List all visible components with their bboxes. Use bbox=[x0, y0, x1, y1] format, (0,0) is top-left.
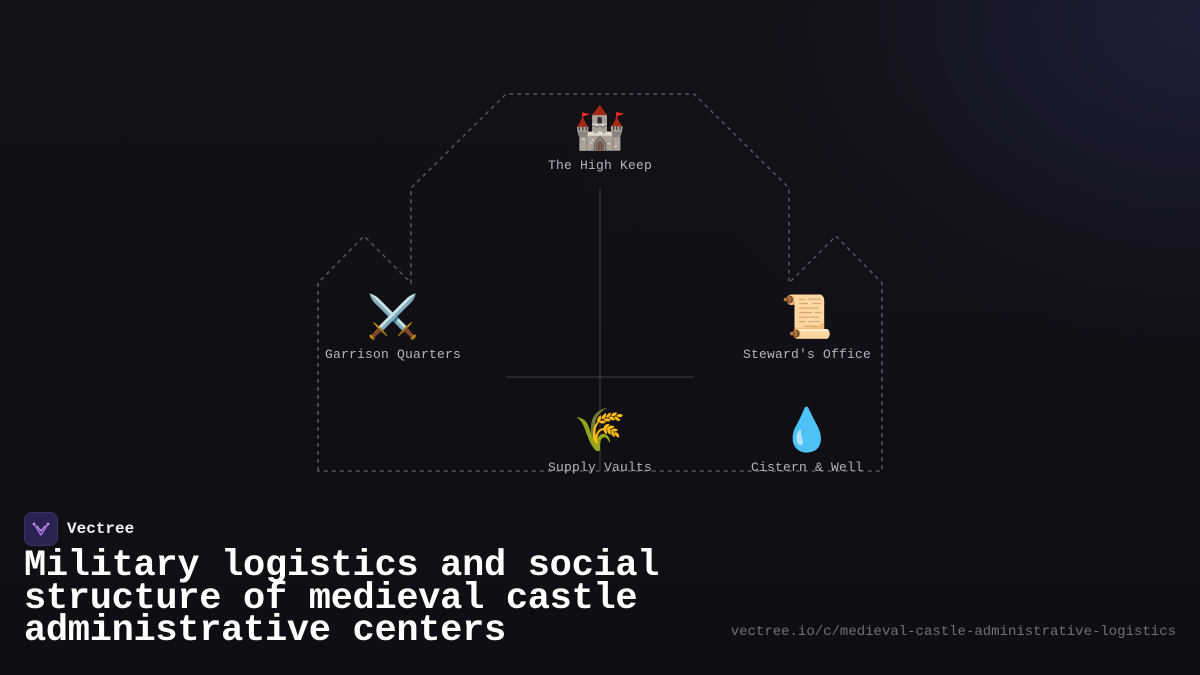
node-label: Steward's Office bbox=[742, 347, 872, 362]
brand-name: Vectree bbox=[67, 520, 135, 538]
node-supply-vaults[interactable]: 🌾 Supply Vaults bbox=[510, 405, 690, 476]
castle-outline bbox=[317, 93, 883, 472]
node-garrison-quarters[interactable]: ⚔️ Garrison Quarters bbox=[303, 292, 483, 363]
vectree-logo-icon bbox=[24, 512, 58, 546]
node-label: Cistern & Well bbox=[750, 460, 864, 475]
scroll-icon: 📜 bbox=[780, 292, 834, 341]
castle-icon: 🏰 bbox=[573, 103, 627, 152]
node-label: The High Keep bbox=[547, 158, 653, 173]
node-label: Garrison Quarters bbox=[324, 347, 462, 362]
crossed-swords-icon: ⚔️ bbox=[366, 292, 420, 341]
wheat-sheaf-icon: 🌾 bbox=[573, 405, 627, 454]
node-cistern-well[interactable]: 💧 Cistern & Well bbox=[717, 405, 897, 476]
brand[interactable]: Vectree bbox=[24, 512, 134, 546]
share-url[interactable]: vectree.io/c/medieval-castle-administrat… bbox=[730, 624, 1176, 640]
node-stewards-office[interactable]: 📜 Steward's Office bbox=[717, 292, 897, 363]
page-title: Military logistics and social structure … bbox=[24, 545, 660, 652]
node-high-keep[interactable]: 🏰 The High Keep bbox=[510, 103, 690, 174]
node-label: Supply Vaults bbox=[547, 460, 653, 475]
water-droplet-icon: 💧 bbox=[780, 405, 834, 454]
